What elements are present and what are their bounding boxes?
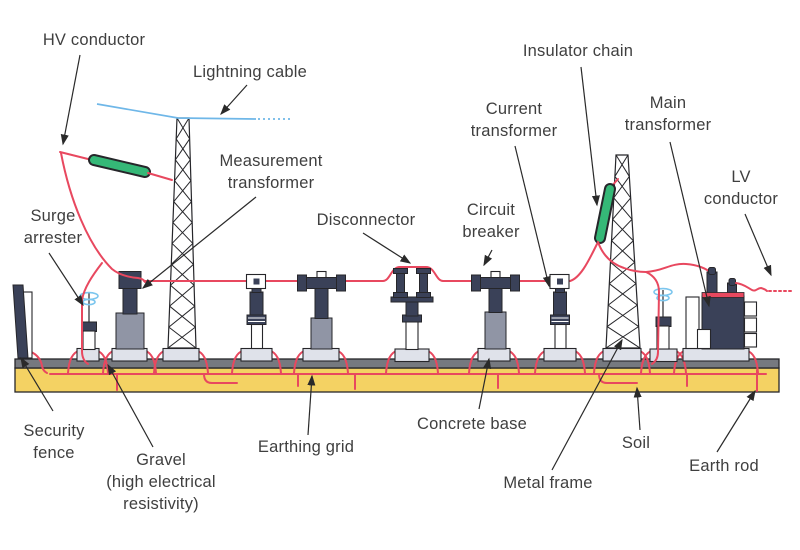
label-circuit-breaker: Circuit breaker — [462, 201, 520, 241]
surge-arrester1-tap — [81, 262, 103, 365]
concrete-base-arrow — [478, 357, 492, 410]
concrete-base — [543, 347, 577, 362]
radiator-fin — [743, 301, 758, 317]
earthing-grid-lines — [25, 349, 767, 391]
hv-to-tower-line — [147, 172, 173, 181]
bus-to-insulator2-line — [569, 241, 599, 282]
label-current-transformer: Current transformer — [470, 100, 558, 140]
metal-frame-arrow — [551, 338, 623, 471]
radiator-fin — [743, 317, 758, 333]
label-concrete-base: Concrete base — [417, 415, 527, 433]
lightning-cable-arrow — [220, 84, 248, 116]
measurement-transformer — [111, 271, 148, 362]
current-transformer — [543, 273, 577, 362]
busbar-line — [143, 266, 571, 282]
lv-conductor-line — [735, 282, 768, 292]
measurement-transformer-arrow — [141, 196, 257, 289]
label-lv-conductor: LV conductor — [703, 168, 779, 208]
switching-device — [297, 270, 346, 362]
main-transformer-arrow — [669, 141, 711, 308]
earthing-grid-arrow — [307, 374, 316, 436]
current-transformer-arrow — [514, 145, 551, 288]
soil-arrow — [633, 386, 642, 431]
corona-ring-icon — [656, 294, 670, 302]
disconnector-arrow — [362, 232, 412, 264]
label-metal-frame: Metal frame — [503, 474, 593, 492]
label-disconnector: Disconnector — [316, 211, 416, 229]
label-lightning-cable: Lightning cable — [192, 63, 308, 81]
label-security-fence: Security fence — [23, 422, 85, 462]
lightning-cable-line — [96, 103, 257, 120]
label-measurement-transformer: Measurement transformer — [219, 152, 323, 192]
hv-conductor-arrow — [60, 54, 81, 146]
concrete-base — [477, 347, 511, 362]
leader-lines — [20, 54, 772, 471]
surge-arrester-1 — [76, 291, 100, 362]
label-surge-arrester: Surge arrester — [23, 207, 83, 247]
lattice-tower-1 — [167, 117, 197, 349]
gravel-arrow — [107, 363, 154, 448]
ground — [14, 349, 780, 393]
insulator-chain-2 — [594, 183, 616, 244]
lv-conductor-arrow — [744, 213, 772, 277]
concrete-base — [649, 348, 678, 363]
conductors-rear — [143, 178, 710, 282]
conductors-front — [59, 103, 793, 365]
hv-conductor-line — [59, 151, 89, 160]
surge-arrester-2 — [649, 287, 678, 363]
instrument-transformer — [240, 273, 273, 362]
surge-arrester2-tap — [645, 271, 661, 365]
label-insulator-chain: Insulator chain — [522, 42, 634, 60]
circuit-breaker — [471, 270, 520, 362]
lattice-tower-2 — [605, 154, 641, 349]
label-soil: Soil — [621, 434, 651, 452]
tower2-concrete-base — [602, 347, 642, 362]
main-transformer — [682, 267, 758, 362]
soil-layer — [14, 367, 780, 393]
security-fence — [12, 284, 33, 359]
label-earth-rod: Earth rod — [689, 457, 759, 475]
label-hv-conductor: HV conductor — [42, 31, 146, 49]
concrete-base — [76, 347, 100, 362]
disconnector — [390, 268, 434, 363]
label-gravel: Gravel (high electrical resistivity) — [106, 451, 216, 513]
insulator-chain-arrow — [580, 66, 600, 207]
concrete-base — [111, 347, 148, 362]
concrete-base — [302, 347, 340, 362]
circuit-breaker-arrow — [483, 249, 493, 267]
concrete-base — [682, 347, 750, 362]
insulator-chain-1 — [88, 154, 151, 178]
security-fence-arrow — [20, 356, 54, 412]
label-main-transformer: Main transformer — [624, 94, 712, 134]
earth-rod-arrow — [716, 389, 756, 453]
surge-arrester-arrow — [48, 252, 84, 307]
label-earthing-grid: Earthing grid — [257, 438, 355, 456]
radiator-fin — [743, 332, 758, 348]
concrete-base — [394, 348, 430, 363]
tower1-concrete-base — [162, 347, 200, 362]
concrete-base — [240, 347, 273, 362]
